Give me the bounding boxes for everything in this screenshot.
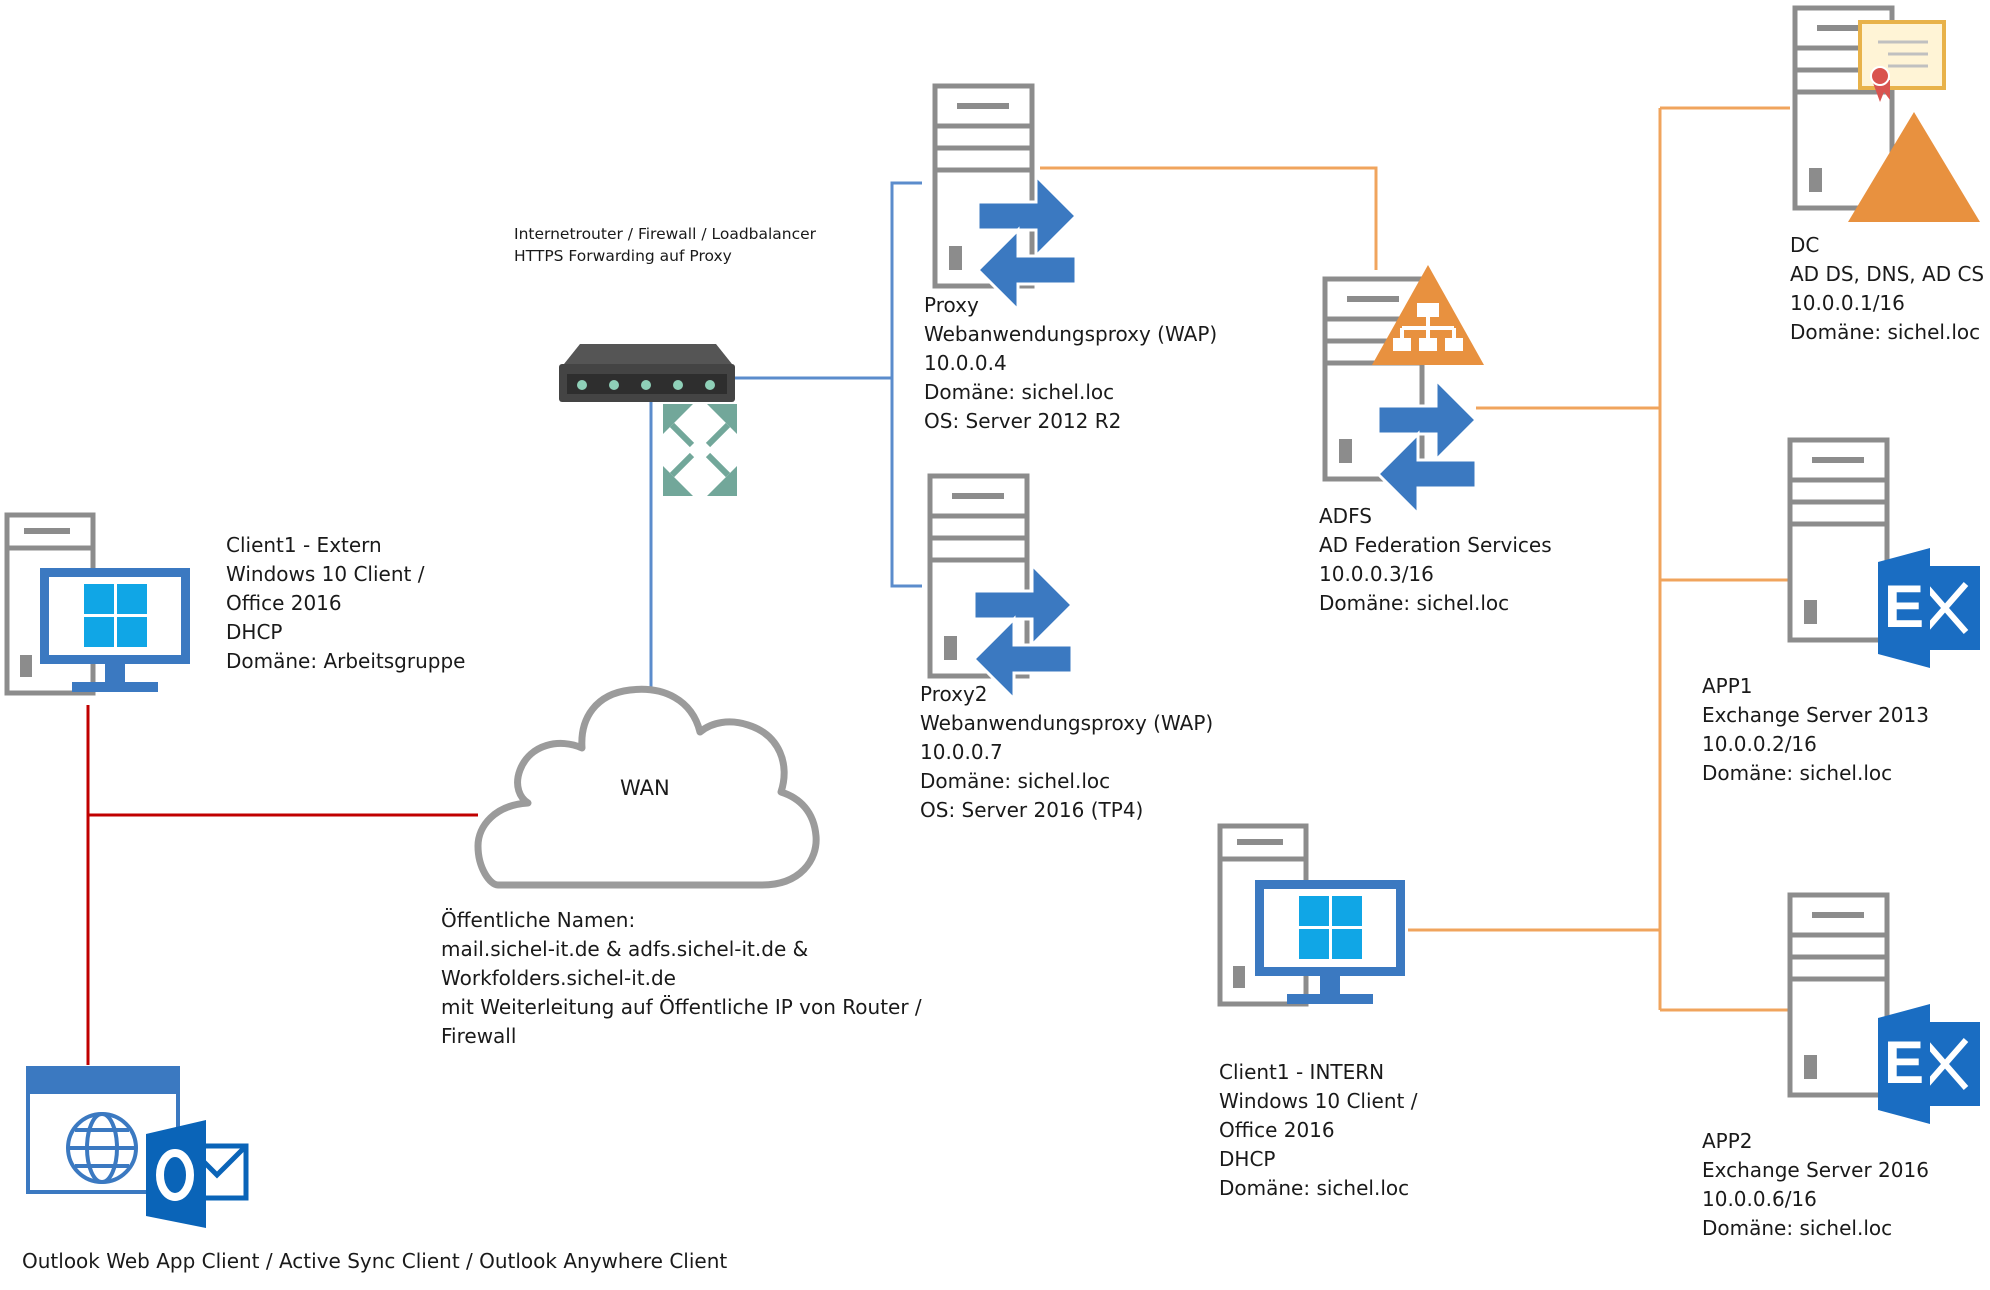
proxy-label: Proxy Webanwendungsproxy (WAP) 10.0.0.4 … bbox=[924, 293, 1218, 433]
client-intern-workstation-icon bbox=[1217, 823, 1405, 1007]
app1-label: APP1 Exchange Server 2013 10.0.0.2/16 Do… bbox=[1702, 674, 1929, 785]
outlook-client-label: Outlook Web App Client / Active Sync Cli… bbox=[22, 1249, 728, 1273]
link-junction-proxy2 bbox=[890, 378, 922, 588]
client-intern-label: Client1 - INTERN Windows 10 Client / Off… bbox=[1219, 1060, 1418, 1200]
outlook-web-app-icon bbox=[26, 1066, 249, 1228]
certificate-icon bbox=[1858, 20, 1946, 102]
outlook-icon bbox=[146, 1120, 249, 1228]
cloud-icon bbox=[474, 685, 820, 889]
public-names-label: Öffentliche Namen: mail.sichel-it.de & a… bbox=[441, 908, 922, 1048]
link-proxy-adfs bbox=[1040, 166, 1378, 270]
load-balancer-expand-icon bbox=[663, 404, 737, 496]
dc-label: DC AD DS, DNS, AD CS 10.0.0.1/16 Domäne:… bbox=[1790, 233, 1985, 344]
proxy2-label: Proxy2 Webanwendungsproxy (WAP) 10.0.0.7… bbox=[920, 682, 1214, 822]
router-label: Internetrouter / Firewall / Loadbalancer… bbox=[514, 225, 817, 265]
app1-exchange-server-icon bbox=[1790, 440, 1980, 668]
app2-exchange-server-icon bbox=[1790, 895, 1980, 1124]
adfs-label: ADFS AD Federation Services 10.0.0.3/16 … bbox=[1319, 504, 1552, 615]
client-extern-workstation-icon bbox=[4, 512, 190, 696]
ad-warning-triangle-icon bbox=[1848, 112, 1980, 222]
external-connections bbox=[86, 705, 478, 1065]
domain-controller-icon bbox=[1795, 8, 1980, 222]
proxy-connections bbox=[649, 181, 922, 690]
proxy-server-icon bbox=[935, 86, 1078, 312]
proxy2-server-icon bbox=[930, 476, 1074, 701]
link-junction-proxy bbox=[890, 181, 922, 378]
app2-label: APP2 Exchange Server 2016 10.0.0.6/16 Do… bbox=[1702, 1129, 1929, 1240]
globe-icon bbox=[66, 1112, 138, 1184]
wan-label: WAN bbox=[620, 776, 670, 800]
adfs-server-icon bbox=[1325, 265, 1484, 516]
router-icon bbox=[559, 344, 735, 402]
adfs-federation-icon bbox=[1372, 265, 1484, 365]
internal-connections bbox=[1040, 106, 1790, 1012]
client-extern-label: Client1 - Extern Windows 10 Client / Off… bbox=[226, 533, 466, 673]
